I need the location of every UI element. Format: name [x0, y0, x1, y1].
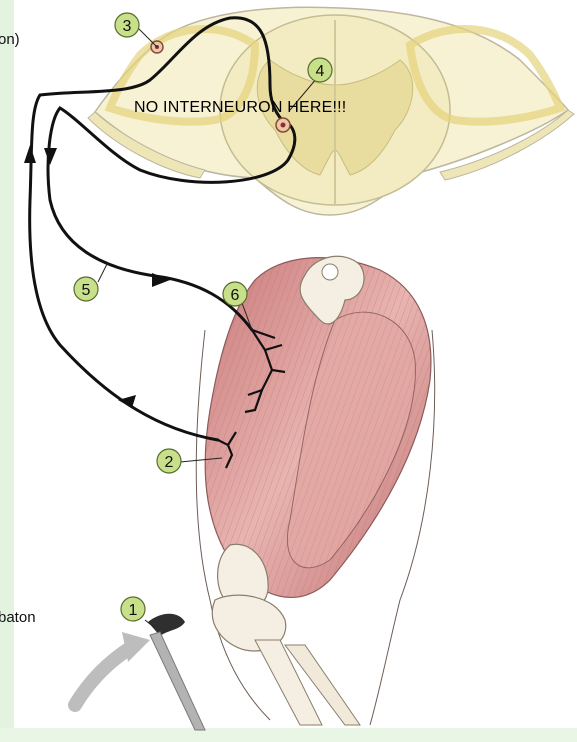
- marker-5-label: 5: [82, 282, 91, 299]
- marker-4: 4: [307, 57, 333, 83]
- sensory-neuron-pathway: [28, 16, 284, 442]
- thigh-muscle: [195, 255, 436, 726]
- marker-1: 1: [120, 596, 146, 622]
- marker-6-label: 6: [231, 287, 240, 304]
- marker-3: 3: [114, 12, 140, 38]
- spinal-cord-section: [87, 6, 575, 216]
- marker-1-label: 1: [129, 602, 138, 619]
- marker-3-label: 3: [123, 18, 132, 35]
- marker-2: 2: [156, 448, 182, 474]
- marker-5: 5: [73, 276, 99, 302]
- marker-6: 6: [222, 281, 248, 307]
- no-interneuron-annotation: NO INTERNEURON HERE!!!: [134, 99, 347, 116]
- reflex-hammer: [68, 613, 206, 731]
- marker-2-label: 2: [165, 454, 174, 471]
- knee-joint: [211, 543, 361, 726]
- left-bottom-text-fragment: baton: [0, 609, 36, 626]
- callout-leaders: [97, 27, 318, 629]
- pathway-arrows: [24, 145, 170, 408]
- left-panel-strip: [0, 0, 14, 742]
- motor-neuron-cell-body: [275, 117, 291, 133]
- motor-end-plates: [244, 328, 286, 414]
- bottom-panel-strip: [0, 728, 577, 742]
- left-top-text-fragment: on): [0, 31, 20, 48]
- marker-4-label: 4: [316, 63, 325, 80]
- muscle-spindle-receptor: [217, 431, 237, 469]
